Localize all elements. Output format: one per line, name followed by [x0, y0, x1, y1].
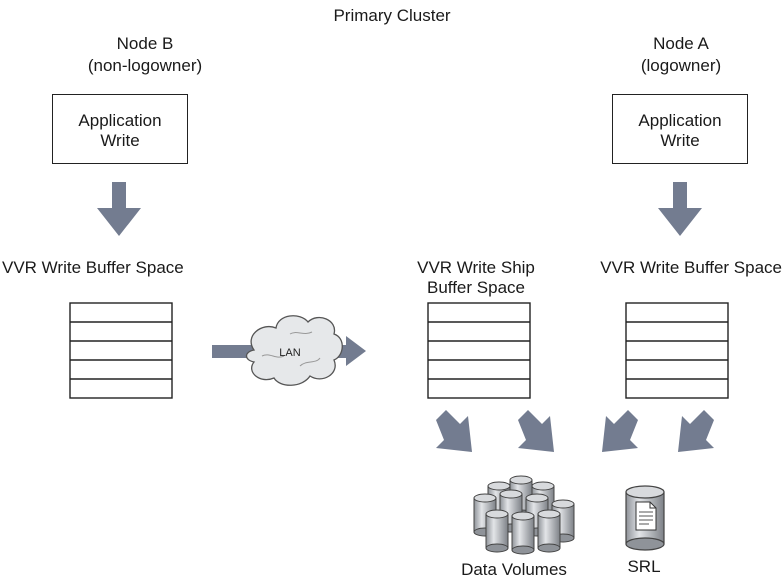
- node-a-down-arrow-icon: [658, 182, 702, 236]
- ship-buffer-table: [427, 302, 531, 399]
- document-icon: [635, 501, 657, 531]
- node-b-down-arrow-icon: [97, 182, 141, 236]
- diagonal-arrow-icon: [436, 410, 472, 452]
- node-a-app-line2: Write: [660, 131, 700, 150]
- node-a-buffer-label: VVR Write Buffer Space: [600, 258, 782, 277]
- node-a-name: Node A: [653, 34, 709, 53]
- data-volumes-database-cylinder-icon: [473, 475, 575, 555]
- node-b-role: (non-logowner): [87, 56, 203, 75]
- lan-cloud-icon: LAN: [245, 315, 343, 386]
- ship-buffer-label-line2: Buffer Space: [427, 278, 525, 297]
- node-a-buffer-table: [625, 302, 729, 399]
- node-b-buffer-table: [69, 302, 173, 399]
- srl-label: SRL: [627, 557, 661, 576]
- diagram-title: Primary Cluster: [333, 6, 451, 25]
- diagonal-arrow-icon: [678, 410, 714, 452]
- node-a-role: (logowner): [640, 56, 722, 75]
- node-b-application-write-box: Application Write: [52, 94, 188, 164]
- node-a-app-line1: Application: [638, 111, 722, 130]
- diagonal-arrow-icon: [518, 410, 554, 452]
- node-b-app-line2: Write: [100, 131, 140, 150]
- node-a-application-write-box: Application Write: [612, 94, 748, 164]
- node-b-name: Node B: [116, 34, 174, 53]
- lan-arrow-right-icon: [326, 336, 366, 366]
- diagonal-arrow-icon: [602, 410, 638, 452]
- node-b-app-line1: Application: [78, 111, 162, 130]
- node-b-buffer-label: VVR Write Buffer Space: [2, 258, 184, 277]
- lan-label: LAN: [279, 347, 300, 359]
- ship-buffer-label-line1: VVR Write Ship: [417, 258, 535, 277]
- lan-arrow-left-icon: [212, 345, 256, 358]
- data-volumes-label: Data Volumes: [461, 560, 567, 579]
